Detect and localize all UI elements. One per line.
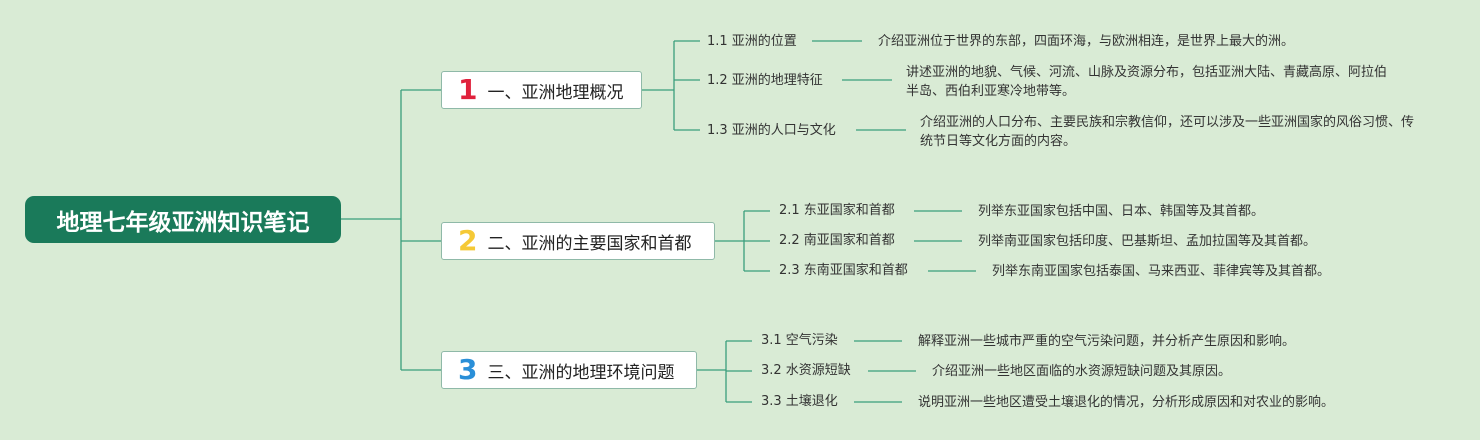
branch-label: 三、亚洲的地理环境问题	[487, 362, 675, 383]
branch-label: 二、亚洲的主要国家和首都	[487, 233, 692, 254]
subtopic-1-2[interactable]: 1.2 亚洲的地理特征	[707, 73, 823, 88]
branch-1[interactable]: 1 一、亚洲地理概况	[441, 71, 642, 109]
branch-number: 3	[458, 353, 478, 386]
description-1-1: 介绍亚洲位于世界的东部，四面环海，与欧洲相连，是世界上最大的洲。	[878, 34, 1295, 49]
subtopic-1-3[interactable]: 1.3 亚洲的人口与文化	[707, 123, 836, 138]
description-2-2: 列举南亚国家包括印度、巴基斯坦、孟加拉国等及其首都。	[978, 234, 1317, 249]
subtopic-2-3[interactable]: 2.3 东南亚国家和首都	[779, 263, 908, 278]
subtopic-3-2[interactable]: 3.2 水资源短缺	[761, 363, 851, 378]
description-2-1: 列举东亚国家包括中国、日本、韩国等及其首都。	[978, 204, 1265, 219]
branch-2[interactable]: 2 二、亚洲的主要国家和首都	[441, 222, 715, 260]
subtopic-3-3[interactable]: 3.3 土壤退化	[761, 394, 838, 409]
subtopic-1-1[interactable]: 1.1 亚洲的位置	[707, 34, 797, 49]
branch-number: 2	[458, 224, 478, 257]
subtopic-2-1[interactable]: 2.1 东亚国家和首都	[779, 203, 895, 218]
subtopic-3-1[interactable]: 3.1 空气污染	[761, 333, 838, 348]
description-1-2: 讲述亚洲的地貌、气候、河流、山脉及资源分布，包括亚洲大陆、青藏高原、阿拉伯半岛、…	[906, 65, 1388, 99]
root-title: 地理七年级亚洲知识笔记	[56, 209, 310, 236]
description-1-3: 介绍亚洲的人口分布、主要民族和宗教信仰，还可以涉及一些亚洲国家的风俗习惯、传统节…	[920, 115, 1415, 149]
subtopic-2-2[interactable]: 2.2 南亚国家和首都	[779, 233, 895, 248]
description-2-3: 列举东南亚国家包括泰国、马来西亚、菲律宾等及其首都。	[992, 264, 1331, 279]
branch-number: 1	[458, 73, 478, 106]
branch-3[interactable]: 3 三、亚洲的地理环境问题	[441, 351, 697, 389]
branch-label: 一、亚洲地理概况	[487, 82, 624, 103]
description-3-2: 介绍亚洲一些地区面临的水资源短缺问题及其原因。	[932, 364, 1232, 379]
description-3-3: 说明亚洲一些地区遭受土壤退化的情况，分析形成原因和对农业的影响。	[918, 395, 1335, 410]
root-topic[interactable]: 地理七年级亚洲知识笔记	[25, 196, 341, 243]
description-3-1: 解释亚洲一些城市严重的空气污染问题，并分析产生原因和影响。	[918, 334, 1296, 349]
